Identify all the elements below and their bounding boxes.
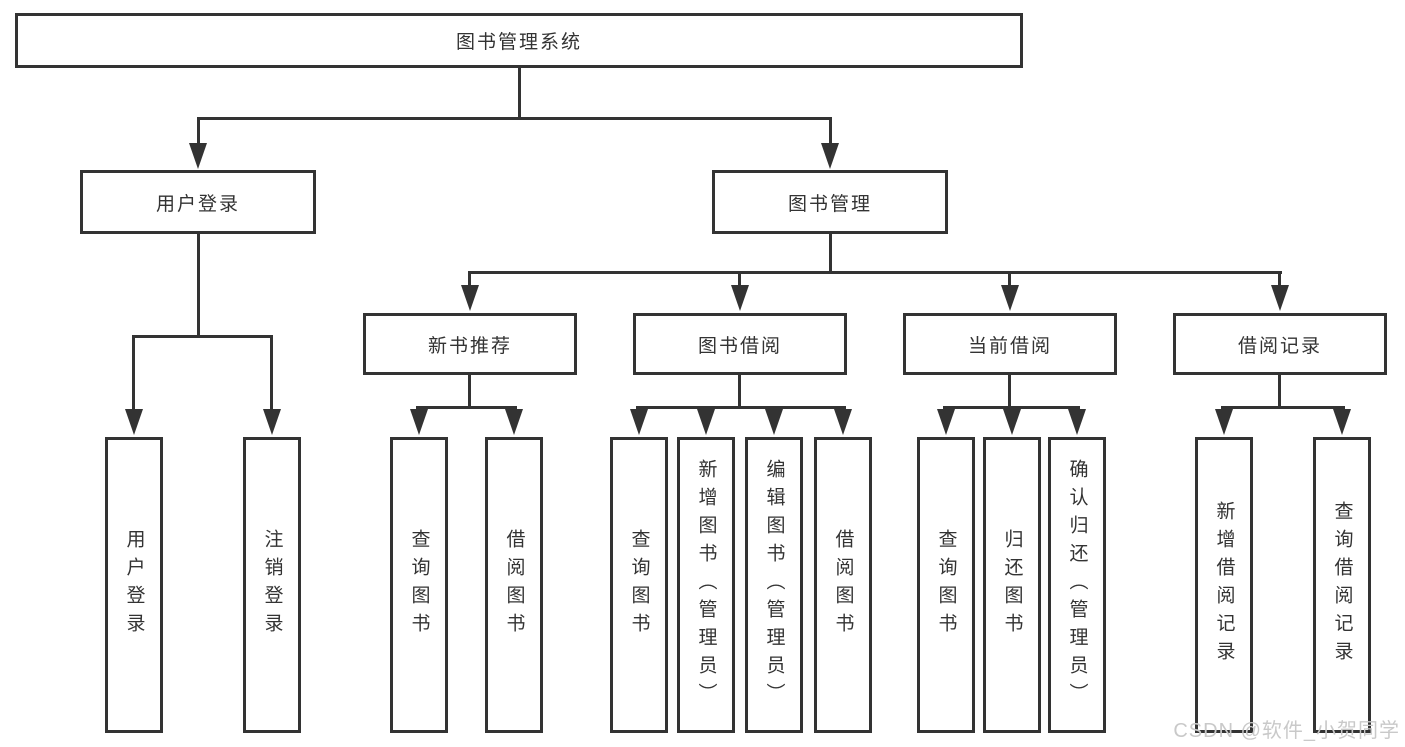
node-new-book-recommend: 新书推荐: [363, 313, 577, 375]
leaf-user-login: 用户登录: [105, 437, 163, 733]
connector-section-stem: [468, 271, 471, 286]
watermark-text: CSDN @软件_小贺同学: [1173, 720, 1400, 742]
connector-section-stem: [1278, 271, 1281, 286]
arrow-down-icon: [1333, 409, 1351, 435]
connector-leaf-rail: [636, 406, 846, 409]
node-user-login: 用户登录: [80, 170, 316, 234]
connector-leaf-rail: [416, 406, 517, 409]
arrow-down-icon: [765, 409, 783, 435]
connector-leaf-stem: [132, 335, 135, 411]
leaf-user-login-label: 用户登录: [123, 529, 145, 641]
leaf-edit-book-admin-label: 编辑图书（管理员）: [763, 459, 785, 711]
leaf-confirm-return-admin: 确认归还（管理员）: [1048, 437, 1106, 733]
leaf-logout-label: 注销登录: [261, 529, 283, 641]
node-borrow-records-label: 借阅记录: [1237, 335, 1322, 357]
node-book-borrow: 图书借阅: [633, 313, 847, 375]
node-book-management-label: 图书管理: [787, 193, 872, 215]
arrow-down-icon: [263, 409, 281, 435]
arrow-down-icon: [1068, 409, 1086, 435]
leaf-return-book: 归还图书: [983, 437, 1041, 733]
connector-leaf-stem: [270, 335, 273, 411]
connector-leafgroup-stem: [468, 375, 471, 408]
leaf-edit-book-admin: 编辑图书（管理员）: [745, 437, 803, 733]
connector-leafgroup-stem: [1008, 375, 1011, 408]
arrow-down-icon: [697, 409, 715, 435]
leaf-borrow-books-label: 借阅图书: [832, 529, 854, 641]
leaf-query-books-current: 查询图书: [917, 437, 975, 733]
connector-user-subtree-stem: [197, 234, 200, 336]
connector-root-stem: [518, 68, 521, 117]
arrow-down-icon: [937, 409, 955, 435]
leaf-add-book-admin: 新增图书（管理员）: [677, 437, 735, 733]
node-current-borrow: 当前借阅: [903, 313, 1117, 375]
node-book-borrow-label: 图书借阅: [697, 335, 782, 357]
leaf-query-books-borrow-label: 查询图书: [628, 529, 650, 641]
leaf-borrow-books-recommend-label: 借阅图书: [503, 529, 525, 641]
arrow-down-icon: [1001, 285, 1019, 311]
connector-leaf-rail: [943, 406, 1080, 409]
arrow-down-icon: [1003, 409, 1021, 435]
leaf-query-books-recommend: 查询图书: [390, 437, 448, 733]
leaf-query-books-borrow: 查询图书: [610, 437, 668, 733]
node-book-management: 图书管理: [712, 170, 948, 234]
leaf-query-borrow-record-label: 查询借阅记录: [1331, 501, 1353, 669]
leaf-query-borrow-record: 查询借阅记录: [1313, 437, 1371, 733]
connector-section-stem: [738, 271, 741, 286]
node-borrow-records: 借阅记录: [1173, 313, 1387, 375]
arrow-down-icon: [630, 409, 648, 435]
arrow-down-icon: [125, 409, 143, 435]
arrow-down-icon: [410, 409, 428, 435]
leaf-add-borrow-record: 新增借阅记录: [1195, 437, 1253, 733]
connector-leaf-rail: [1221, 406, 1345, 409]
connector-section-stem: [1008, 271, 1011, 286]
leaf-confirm-return-admin-label: 确认归还（管理员）: [1066, 459, 1088, 711]
connector-leafgroup-stem: [738, 375, 741, 408]
connector-level3-rail: [468, 271, 1282, 274]
node-user-login-label: 用户登录: [155, 193, 240, 215]
node-new-book-recommend-label: 新书推荐: [427, 335, 512, 357]
leaf-query-books-recommend-label: 查询图书: [408, 529, 430, 641]
arrow-down-icon: [834, 409, 852, 435]
arrow-down-icon: [1215, 409, 1233, 435]
connector-level2-rail: [197, 117, 831, 120]
leaf-borrow-books: 借阅图书: [814, 437, 872, 733]
arrow-down-icon: [505, 409, 523, 435]
connector-book-subtree-stem: [829, 233, 832, 273]
connector-user-login-stem: [197, 117, 200, 145]
connector-book-mgmt-stem: [829, 117, 832, 145]
leaf-add-book-admin-label: 新增图书（管理员）: [695, 459, 717, 711]
arrow-down-icon: [1271, 285, 1289, 311]
leaf-logout: 注销登录: [243, 437, 301, 733]
arrow-down-icon: [821, 143, 839, 169]
leaf-return-book-label: 归还图书: [1001, 529, 1023, 641]
leaf-borrow-books-recommend: 借阅图书: [485, 437, 543, 733]
arrow-down-icon: [461, 285, 479, 311]
leaf-add-borrow-record-label: 新增借阅记录: [1213, 501, 1235, 669]
arrow-down-icon: [189, 143, 207, 169]
node-root: 图书管理系统: [15, 13, 1023, 68]
connector-user-leaf-rail: [132, 335, 273, 338]
node-root-label: 图书管理系统: [455, 32, 582, 53]
node-current-borrow-label: 当前借阅: [967, 335, 1052, 357]
connector-leafgroup-stem: [1278, 375, 1281, 408]
leaf-query-books-current-label: 查询图书: [935, 529, 957, 641]
arrow-down-icon: [731, 285, 749, 311]
